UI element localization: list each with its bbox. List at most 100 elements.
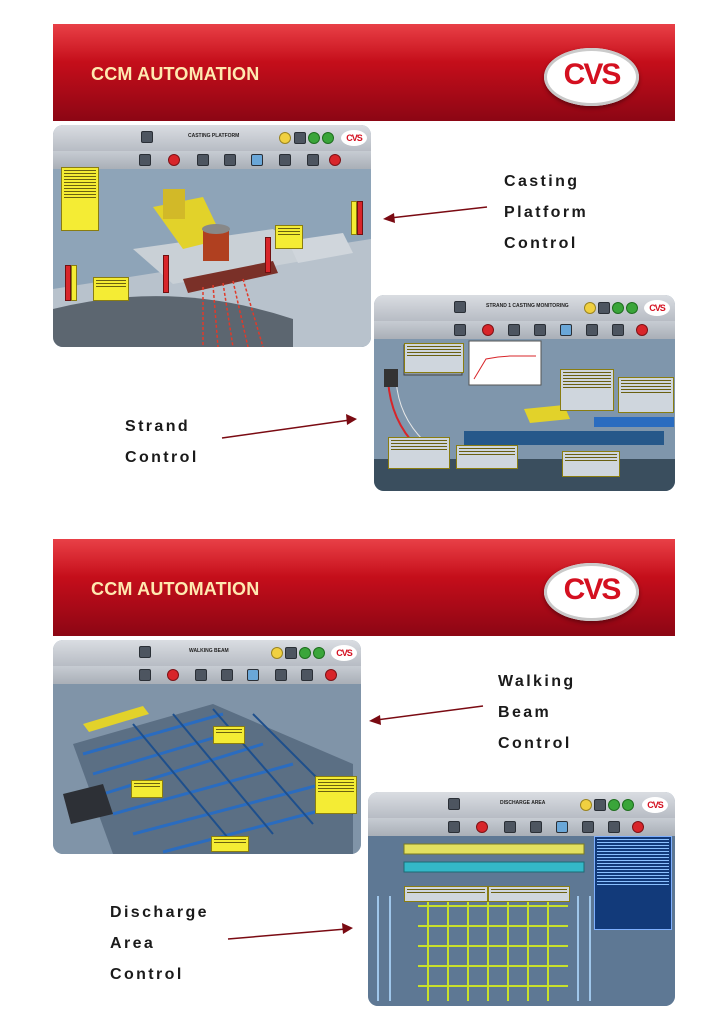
settings-icon[interactable] <box>598 302 610 314</box>
screen-title: DISCHARGE AREA <box>500 800 546 806</box>
caption-line: Control <box>110 966 184 983</box>
tool-icon[interactable] <box>279 154 291 166</box>
screen-reflection <box>53 854 361 898</box>
level-bar <box>351 201 357 235</box>
stop-icon[interactable] <box>632 821 644 833</box>
nav-left-icon[interactable] <box>299 647 311 659</box>
status-panel <box>404 343 464 373</box>
home-icon[interactable] <box>139 646 151 658</box>
tool-icon[interactable] <box>534 324 546 336</box>
casting-platform-scene <box>53 169 371 347</box>
caption-casting-platform: Casting Platform Control <box>504 166 588 259</box>
discharge-area-screen: DISCHARGE AREA CVS <box>368 792 675 1006</box>
help-icon[interactable] <box>279 132 291 144</box>
tool-icon[interactable] <box>307 154 319 166</box>
tool-icon[interactable] <box>275 669 287 681</box>
cvs-logo-text: CVS <box>563 58 622 91</box>
tool-icon[interactable] <box>195 669 207 681</box>
screen-title: CASTING PLATFORM <box>188 133 240 139</box>
screen-titlebar: STRAND 1 CASTING MONITORING CVS <box>374 295 675 321</box>
caption-line: Discharge <box>110 904 209 921</box>
caption-discharge-area: Discharge Area Control <box>110 897 209 990</box>
status-panel <box>560 369 614 411</box>
stop-icon[interactable] <box>325 669 337 681</box>
walking-beam-screen: WALKING BEAM CVS <box>53 640 361 854</box>
help-icon[interactable] <box>271 647 283 659</box>
tool-icon[interactable] <box>508 324 520 336</box>
caption-walking-beam: Walking Beam Control <box>498 666 576 759</box>
tool-icon[interactable] <box>139 154 151 166</box>
tool-icon[interactable] <box>448 821 460 833</box>
caption-line: Area <box>110 935 156 952</box>
tool-icon[interactable] <box>556 821 568 833</box>
tool-icon[interactable] <box>582 821 594 833</box>
caption-line: Control <box>498 735 572 752</box>
nav-left-icon[interactable] <box>608 799 620 811</box>
caption-line: Control <box>125 449 199 466</box>
caption-line: Control <box>504 235 578 252</box>
screen-toolbar <box>53 666 361 685</box>
screen-title: WALKING BEAM <box>189 648 229 654</box>
mini-cvs-logo: CVS <box>331 645 357 661</box>
status-panel <box>275 225 303 249</box>
stop-icon[interactable] <box>329 154 341 166</box>
walking-beam-scene <box>53 684 361 854</box>
nav-left-icon[interactable] <box>308 132 320 144</box>
status-panel <box>488 886 570 902</box>
status-panel <box>315 776 357 814</box>
status-panel <box>456 445 518 469</box>
level-bar <box>357 201 363 235</box>
tool-icon[interactable] <box>139 669 151 681</box>
tool-icon[interactable] <box>530 821 542 833</box>
settings-icon[interactable] <box>294 132 306 144</box>
cvs-logo: CVS <box>544 563 639 621</box>
tool-icon[interactable] <box>251 154 263 166</box>
nav-right-icon[interactable] <box>322 132 334 144</box>
screen-titlebar: DISCHARGE AREA CVS <box>368 792 675 818</box>
help-icon[interactable] <box>584 302 596 314</box>
screen-title: STRAND 1 CASTING MONITORING <box>486 303 569 309</box>
status-panel <box>131 780 163 798</box>
level-bar <box>71 265 77 301</box>
alarm-icon[interactable] <box>167 669 179 681</box>
status-panel <box>93 277 129 301</box>
home-icon[interactable] <box>454 301 466 313</box>
settings-icon[interactable] <box>594 799 606 811</box>
caption-line: Strand <box>125 418 191 435</box>
nav-right-icon[interactable] <box>313 647 325 659</box>
tool-icon[interactable] <box>608 821 620 833</box>
caption-strand: Strand Control <box>125 411 199 473</box>
settings-icon[interactable] <box>285 647 297 659</box>
screen-reflection <box>53 347 371 397</box>
tool-icon[interactable] <box>197 154 209 166</box>
tool-icon[interactable] <box>454 324 466 336</box>
alarm-icon[interactable] <box>168 154 180 166</box>
nav-left-icon[interactable] <box>612 302 624 314</box>
tool-icon[interactable] <box>247 669 259 681</box>
status-panel <box>61 167 99 231</box>
tool-icon[interactable] <box>586 324 598 336</box>
level-bar <box>163 255 169 293</box>
slide-1-banner: CCM AUTOMATION CVS <box>53 24 675 121</box>
help-icon[interactable] <box>580 799 592 811</box>
alarm-icon[interactable] <box>482 324 494 336</box>
tool-icon[interactable] <box>221 669 233 681</box>
mini-cvs-logo: CVS <box>341 130 367 146</box>
alarm-icon[interactable] <box>476 821 488 833</box>
caption-line: Platform <box>504 204 589 221</box>
level-bar <box>265 237 271 273</box>
nav-right-icon[interactable] <box>622 799 634 811</box>
nav-right-icon[interactable] <box>626 302 638 314</box>
home-icon[interactable] <box>448 798 460 810</box>
home-icon[interactable] <box>141 131 153 143</box>
tool-icon[interactable] <box>504 821 516 833</box>
tool-icon[interactable] <box>560 324 572 336</box>
tool-icon[interactable] <box>224 154 236 166</box>
stop-icon[interactable] <box>636 324 648 336</box>
tool-icon[interactable] <box>301 669 313 681</box>
status-panel <box>404 886 488 902</box>
tool-icon[interactable] <box>612 324 624 336</box>
screen-toolbar <box>368 818 675 837</box>
caption-line: Beam <box>498 704 552 721</box>
